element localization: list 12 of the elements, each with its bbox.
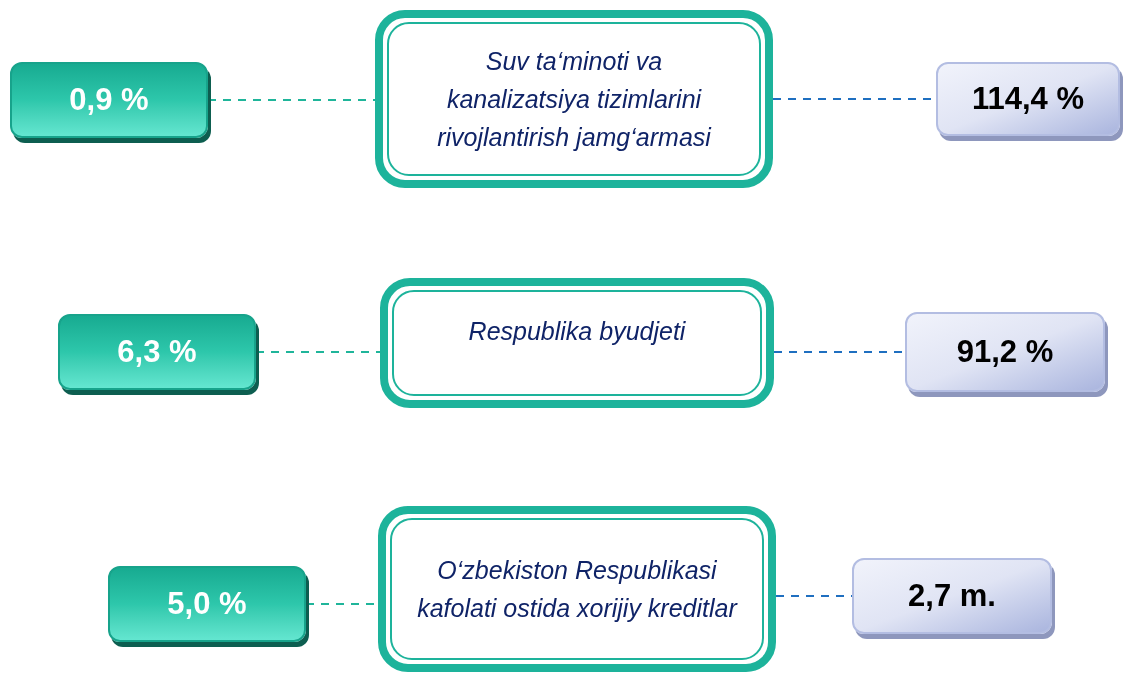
fund-source-box [380,278,774,408]
percent-value: 2,7 m. [908,576,996,615]
percent-value: 5,0 % [167,584,247,623]
percent-value: 6,3 % [117,332,197,371]
fund-source-box [378,506,776,672]
source-label: Suv ta‘minoti va kanalizatsiya tizimlarini rivojlantirish jamg‘armasi [436,46,713,153]
source-label: O‘zbekiston Respublikasi kafolati ostida xorijiy kreditlar [416,555,738,624]
percent-value: 114,4 % [971,79,1084,118]
source-label: Respublika byudjeti [468,316,686,347]
percent-value: 0,9 % [69,80,149,119]
fund-source-box [375,10,773,188]
percent-value: 91,2 % [956,332,1054,371]
